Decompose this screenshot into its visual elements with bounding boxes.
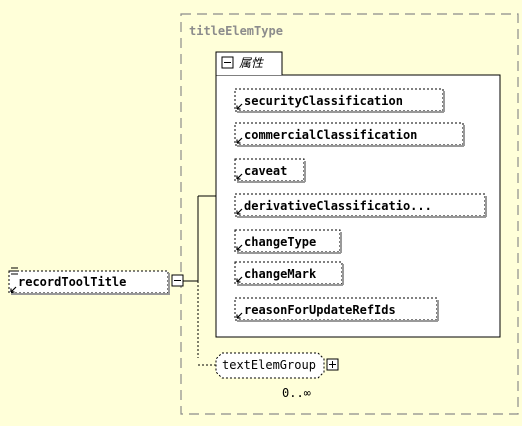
attribute-caveat[interactable]: caveat [234,158,306,183]
attribute-reasonForUpdateRefIds[interactable]: reasonForUpdateRefIds [234,297,439,322]
group-label: textElemGroup [222,358,316,372]
attribute-label: derivativeClassificatio... [244,199,432,213]
attribute-label: reasonForUpdateRefIds [244,303,396,317]
type-title: titleElemType [189,24,283,38]
attribute-securityClassification[interactable]: securityClassification [234,88,445,113]
group-textElemGroup[interactable]: textElemGroup [215,352,325,379]
reference-arrow-icon [236,208,243,215]
reference-arrow-icon [236,103,243,110]
attribute-derivativeClassificatio[interactable]: derivativeClassificatio... [234,193,487,218]
reference-arrow-icon [236,244,243,251]
reference-arrow-icon [236,173,243,180]
attribute-label: commercialClassification [244,128,417,142]
attribute-changeType[interactable]: changeType [234,229,342,254]
attributes-label: 属性 [239,56,264,70]
attribute-label: caveat [244,164,287,178]
attribute-commercialClassification[interactable]: commercialClassification [234,122,465,147]
reference-arrow-icon [10,286,17,293]
root-collapse-icon[interactable] [171,274,184,287]
root-element-label: recordToolTitle [18,275,126,289]
attribute-label: securityClassification [244,94,403,108]
reference-arrow-icon [236,312,243,319]
connectors [183,195,216,366]
attributes-collapse-icon[interactable] [221,56,234,69]
reference-arrow-icon [236,137,243,144]
group-cardinality: 0..∞ [282,386,311,400]
text-content-icon [11,267,18,275]
group-expand-icon[interactable] [326,358,339,371]
root-element-recordToolTitle[interactable]: recordToolTitle [8,267,170,295]
reference-arrow-icon [236,276,243,283]
attribute-list: securityClassification commercialClassifi… [234,88,487,322]
attribute-label: changeType [244,235,316,249]
attribute-changeMark[interactable]: changeMark [234,261,344,286]
attribute-label: changeMark [244,267,317,281]
